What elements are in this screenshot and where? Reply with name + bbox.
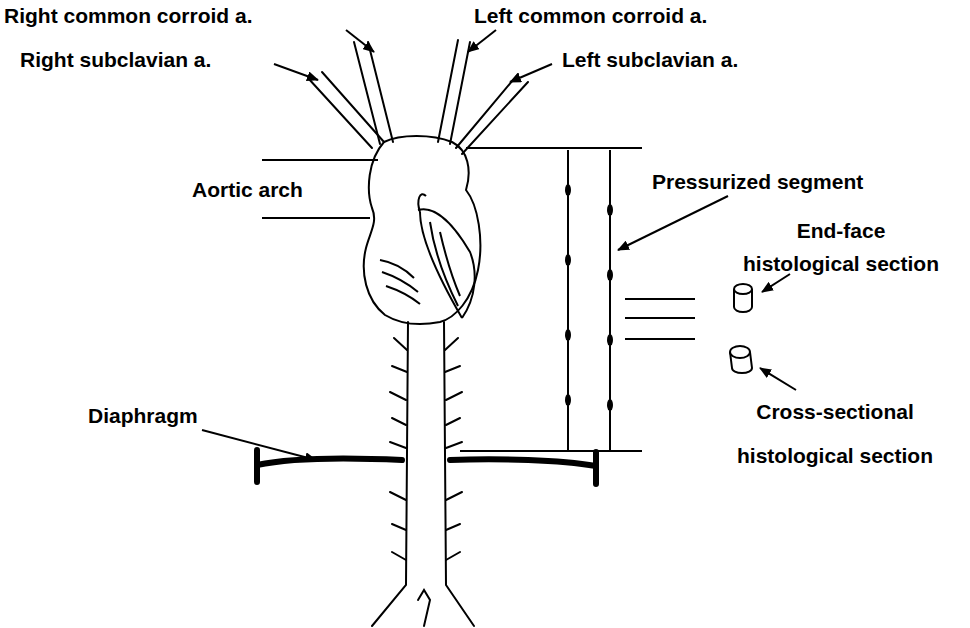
ligated-branch-dots [607,334,613,346]
aortic-arch [382,272,418,292]
leader-arrows [202,430,316,460]
branch-vessels [462,82,528,154]
artery-label: Right common corroid a. [4,4,253,28]
tissue-sample [730,284,752,373]
region-label: Aortic arch [192,178,303,202]
guide-lines [460,148,642,451]
aortic-arch [364,136,481,324]
diaphragm [257,458,402,465]
ligated-branch-dots [565,184,571,196]
tissue-sample [734,284,752,294]
aortic-arch [440,232,460,296]
branch-vessels [450,42,470,144]
pressurized-segment [568,150,610,450]
aortic-arch [364,136,481,324]
diaphragm [257,450,596,484]
descending-aorta [444,322,474,626]
ligated-branch-dots [565,394,571,406]
guide-lines [625,299,695,339]
guide-lines [262,148,695,451]
aortic-arch [420,212,462,318]
artery-label: Left common corroid a. [474,4,707,28]
leader-arrows [618,196,728,250]
ligated-branch-dots [565,184,613,411]
tissue-sample [730,346,750,358]
leader-arrows [202,30,796,460]
aortic-arch [386,286,420,304]
aortic-arch [380,260,414,278]
descending-aorta [372,322,408,626]
branch-vessels [438,40,458,142]
diaphragm [257,450,596,484]
ligated-branch-dots [565,254,571,266]
artery-label: Left subclavian a. [562,48,738,72]
aortic-arch [418,209,475,318]
branch-vessels [368,42,393,142]
section-label: End-face histological section [716,214,966,280]
leader-arrows [468,30,496,52]
leader-arrows [346,30,374,52]
ligated-branch-dots [607,204,613,216]
aortic-arch [430,222,458,306]
branch-vessels [308,78,372,148]
organ-label: Diaphragm [88,404,198,428]
branch-vessels [354,42,380,144]
descending-aorta [418,590,430,626]
leader-arrows [510,64,552,82]
diaphragm [450,459,596,466]
descending-aorta [390,338,407,560]
leader-arrows [274,64,318,80]
ligated-branch-dots [607,269,613,281]
ligated-branch-dots [607,399,613,411]
leader-arrows [760,368,796,390]
segment-label: Pressurized segment [652,170,863,194]
branch-vessels [322,72,384,142]
section-label: Cross-sectional histological section [704,390,966,478]
pressurized-segment [568,150,610,450]
leader-arrows [762,274,790,292]
aortic-arch [418,194,426,212]
branch-vessels [456,74,518,148]
ligated-branch-dots [565,329,571,341]
descending-aorta [445,338,462,560]
artery-label: Right subclavian a. [20,48,211,72]
descending-aorta [372,322,474,626]
